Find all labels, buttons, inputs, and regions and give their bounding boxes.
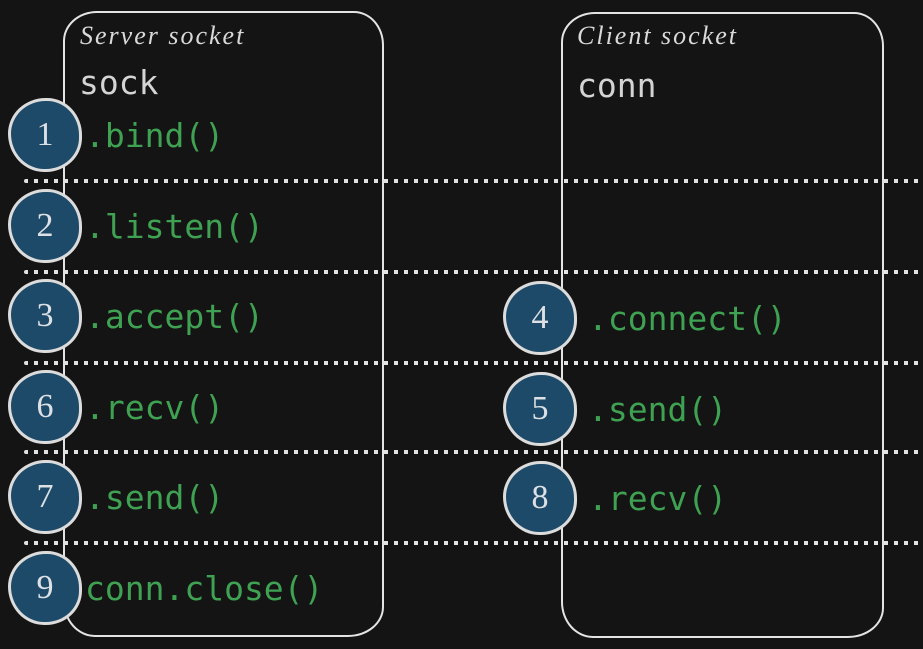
step-number-badge: 8 xyxy=(503,461,577,535)
step-client-recv: 8 .recv() xyxy=(503,461,727,535)
client-socket-variable: conn xyxy=(577,66,657,105)
step-number: 2 xyxy=(36,207,54,244)
step-code-label: .recv() xyxy=(588,478,728,518)
step-client-send: 5 .send() xyxy=(503,372,727,446)
server-panel-title: Server socket xyxy=(80,21,246,50)
step-connect: 4 .connect() xyxy=(503,281,787,355)
step-number-badge: 5 xyxy=(503,372,577,446)
step-number: 5 xyxy=(531,390,549,427)
step-number: 4 xyxy=(531,299,549,336)
step-bind: 1 .bind() xyxy=(8,98,224,172)
step-server-recv: 6 .recv() xyxy=(8,370,224,444)
step-number-badge: 7 xyxy=(8,460,82,534)
step-number-badge: 1 xyxy=(8,98,82,172)
step-code-label: .accept() xyxy=(85,296,264,336)
server-socket-panel: Server socket sock xyxy=(63,11,384,637)
step-number-badge: 6 xyxy=(8,370,82,444)
client-panel-title: Client socket xyxy=(577,21,739,50)
step-number-badge: 2 xyxy=(8,189,82,263)
row-divider xyxy=(24,541,921,545)
row-divider xyxy=(24,361,921,365)
step-number: 1 xyxy=(36,116,54,153)
step-listen: 2 .listen() xyxy=(8,189,264,263)
step-code-label: .listen() xyxy=(85,206,264,246)
row-divider xyxy=(24,270,921,274)
row-divider xyxy=(24,450,921,454)
server-socket-variable: sock xyxy=(79,63,159,102)
step-number-badge: 3 xyxy=(8,279,82,353)
step-code-label: conn.close() xyxy=(85,568,324,608)
step-number: 8 xyxy=(531,479,549,516)
step-code-label: .recv() xyxy=(85,387,225,427)
step-code-label: .send() xyxy=(85,477,225,517)
step-number-badge: 9 xyxy=(8,551,82,625)
step-number: 7 xyxy=(36,478,54,515)
step-server-send: 7 .send() xyxy=(8,460,224,534)
step-code-label: .bind() xyxy=(85,115,225,155)
step-number: 9 xyxy=(36,569,54,606)
step-accept: 3 .accept() xyxy=(8,279,264,353)
step-number-badge: 4 xyxy=(503,281,577,355)
step-code-label: .connect() xyxy=(588,298,787,338)
row-divider xyxy=(24,179,921,183)
step-code-label: .send() xyxy=(588,389,728,429)
step-conn-close: 9 conn.close() xyxy=(8,551,323,625)
step-number: 3 xyxy=(36,297,54,334)
step-number: 6 xyxy=(36,388,54,425)
